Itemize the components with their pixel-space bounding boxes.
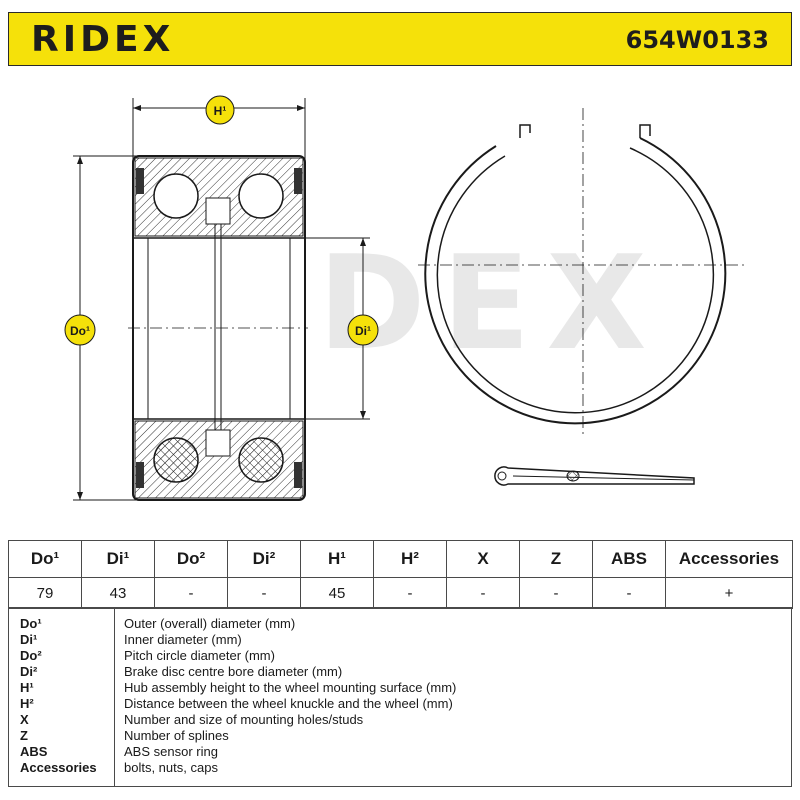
label-do1: Do¹ [64, 314, 96, 346]
header-bar: RIDEX 654W0133 [8, 12, 792, 66]
legend-desc: Pitch circle diameter (mm) [124, 648, 275, 663]
legend-code: ABS [20, 744, 48, 759]
spec-header-row: Do¹ Di¹ Do² Di² H¹ H² X Z ABS Accessorie… [8, 540, 793, 578]
value-x: - [446, 577, 520, 609]
legend-box: Do¹ Outer (overall) diameter (mm) Di¹ In… [8, 607, 792, 787]
header-x: X [446, 540, 520, 578]
legend-desc: Outer (overall) diameter (mm) [124, 616, 296, 631]
spec-value-row: 79 43 - - 45 - - - - + [8, 577, 793, 609]
legend-desc: Number of splines [124, 728, 229, 743]
header-do2: Do² [154, 540, 228, 578]
label-h1: H¹ [205, 95, 235, 125]
label-di1-text: Di¹ [355, 324, 371, 338]
legend-code: H¹ [20, 680, 34, 695]
legend-desc: Hub assembly height to the wheel mountin… [124, 680, 457, 695]
bearing-drawing-svg: H¹ Do¹ Di¹ [64, 95, 748, 501]
legend-desc: ABS sensor ring [124, 744, 218, 759]
legend-code: Do¹ [20, 616, 42, 631]
legend-code: X [20, 712, 29, 727]
legend-code: H² [20, 696, 34, 711]
legend-code: Di¹ [20, 632, 38, 647]
value-di1: 43 [81, 577, 155, 609]
legend-code: Do² [20, 648, 42, 663]
header-di1: Di¹ [81, 540, 155, 578]
brand-logo: RIDEX [31, 19, 175, 60]
header-h2: H² [373, 540, 447, 578]
legend-code: Z [20, 728, 28, 743]
technical-drawing: RIDEX [8, 68, 792, 538]
header-h1: H¹ [300, 540, 374, 578]
value-di2: - [227, 577, 301, 609]
label-do1-text: Do¹ [70, 324, 90, 338]
header-accessories: Accessories [665, 540, 793, 578]
header-di2: Di² [227, 540, 301, 578]
legend-divider [114, 608, 115, 786]
legend-desc: Brake disc centre bore diameter (mm) [124, 664, 343, 679]
circlip-ring [418, 108, 748, 438]
value-abs: - [592, 577, 666, 609]
header-z: Z [519, 540, 593, 578]
value-do2: - [154, 577, 228, 609]
cotter-pin [494, 466, 695, 486]
legend-desc: Inner diameter (mm) [124, 632, 242, 647]
value-h2: - [373, 577, 447, 609]
value-z: - [519, 577, 593, 609]
header-do1: Do¹ [8, 540, 82, 578]
legend-desc: bolts, nuts, caps [124, 760, 218, 775]
bearing-section [128, 155, 308, 501]
spec-table: Do¹ Di¹ Do² Di² H¹ H² X Z ABS Accessorie… [8, 540, 793, 609]
legend-code: Di² [20, 664, 38, 679]
value-accessories: + [665, 577, 793, 609]
value-do1: 79 [8, 577, 82, 609]
legend-code: Accessories [20, 760, 97, 775]
header-abs: ABS [592, 540, 666, 578]
label-h1-text: H¹ [214, 104, 227, 118]
value-h1: 45 [300, 577, 374, 609]
part-number: 654W0133 [625, 26, 769, 54]
legend-desc: Distance between the wheel knuckle and t… [124, 696, 453, 711]
legend-desc: Number and size of mounting holes/studs [124, 712, 364, 727]
label-di1: Di¹ [347, 314, 379, 346]
